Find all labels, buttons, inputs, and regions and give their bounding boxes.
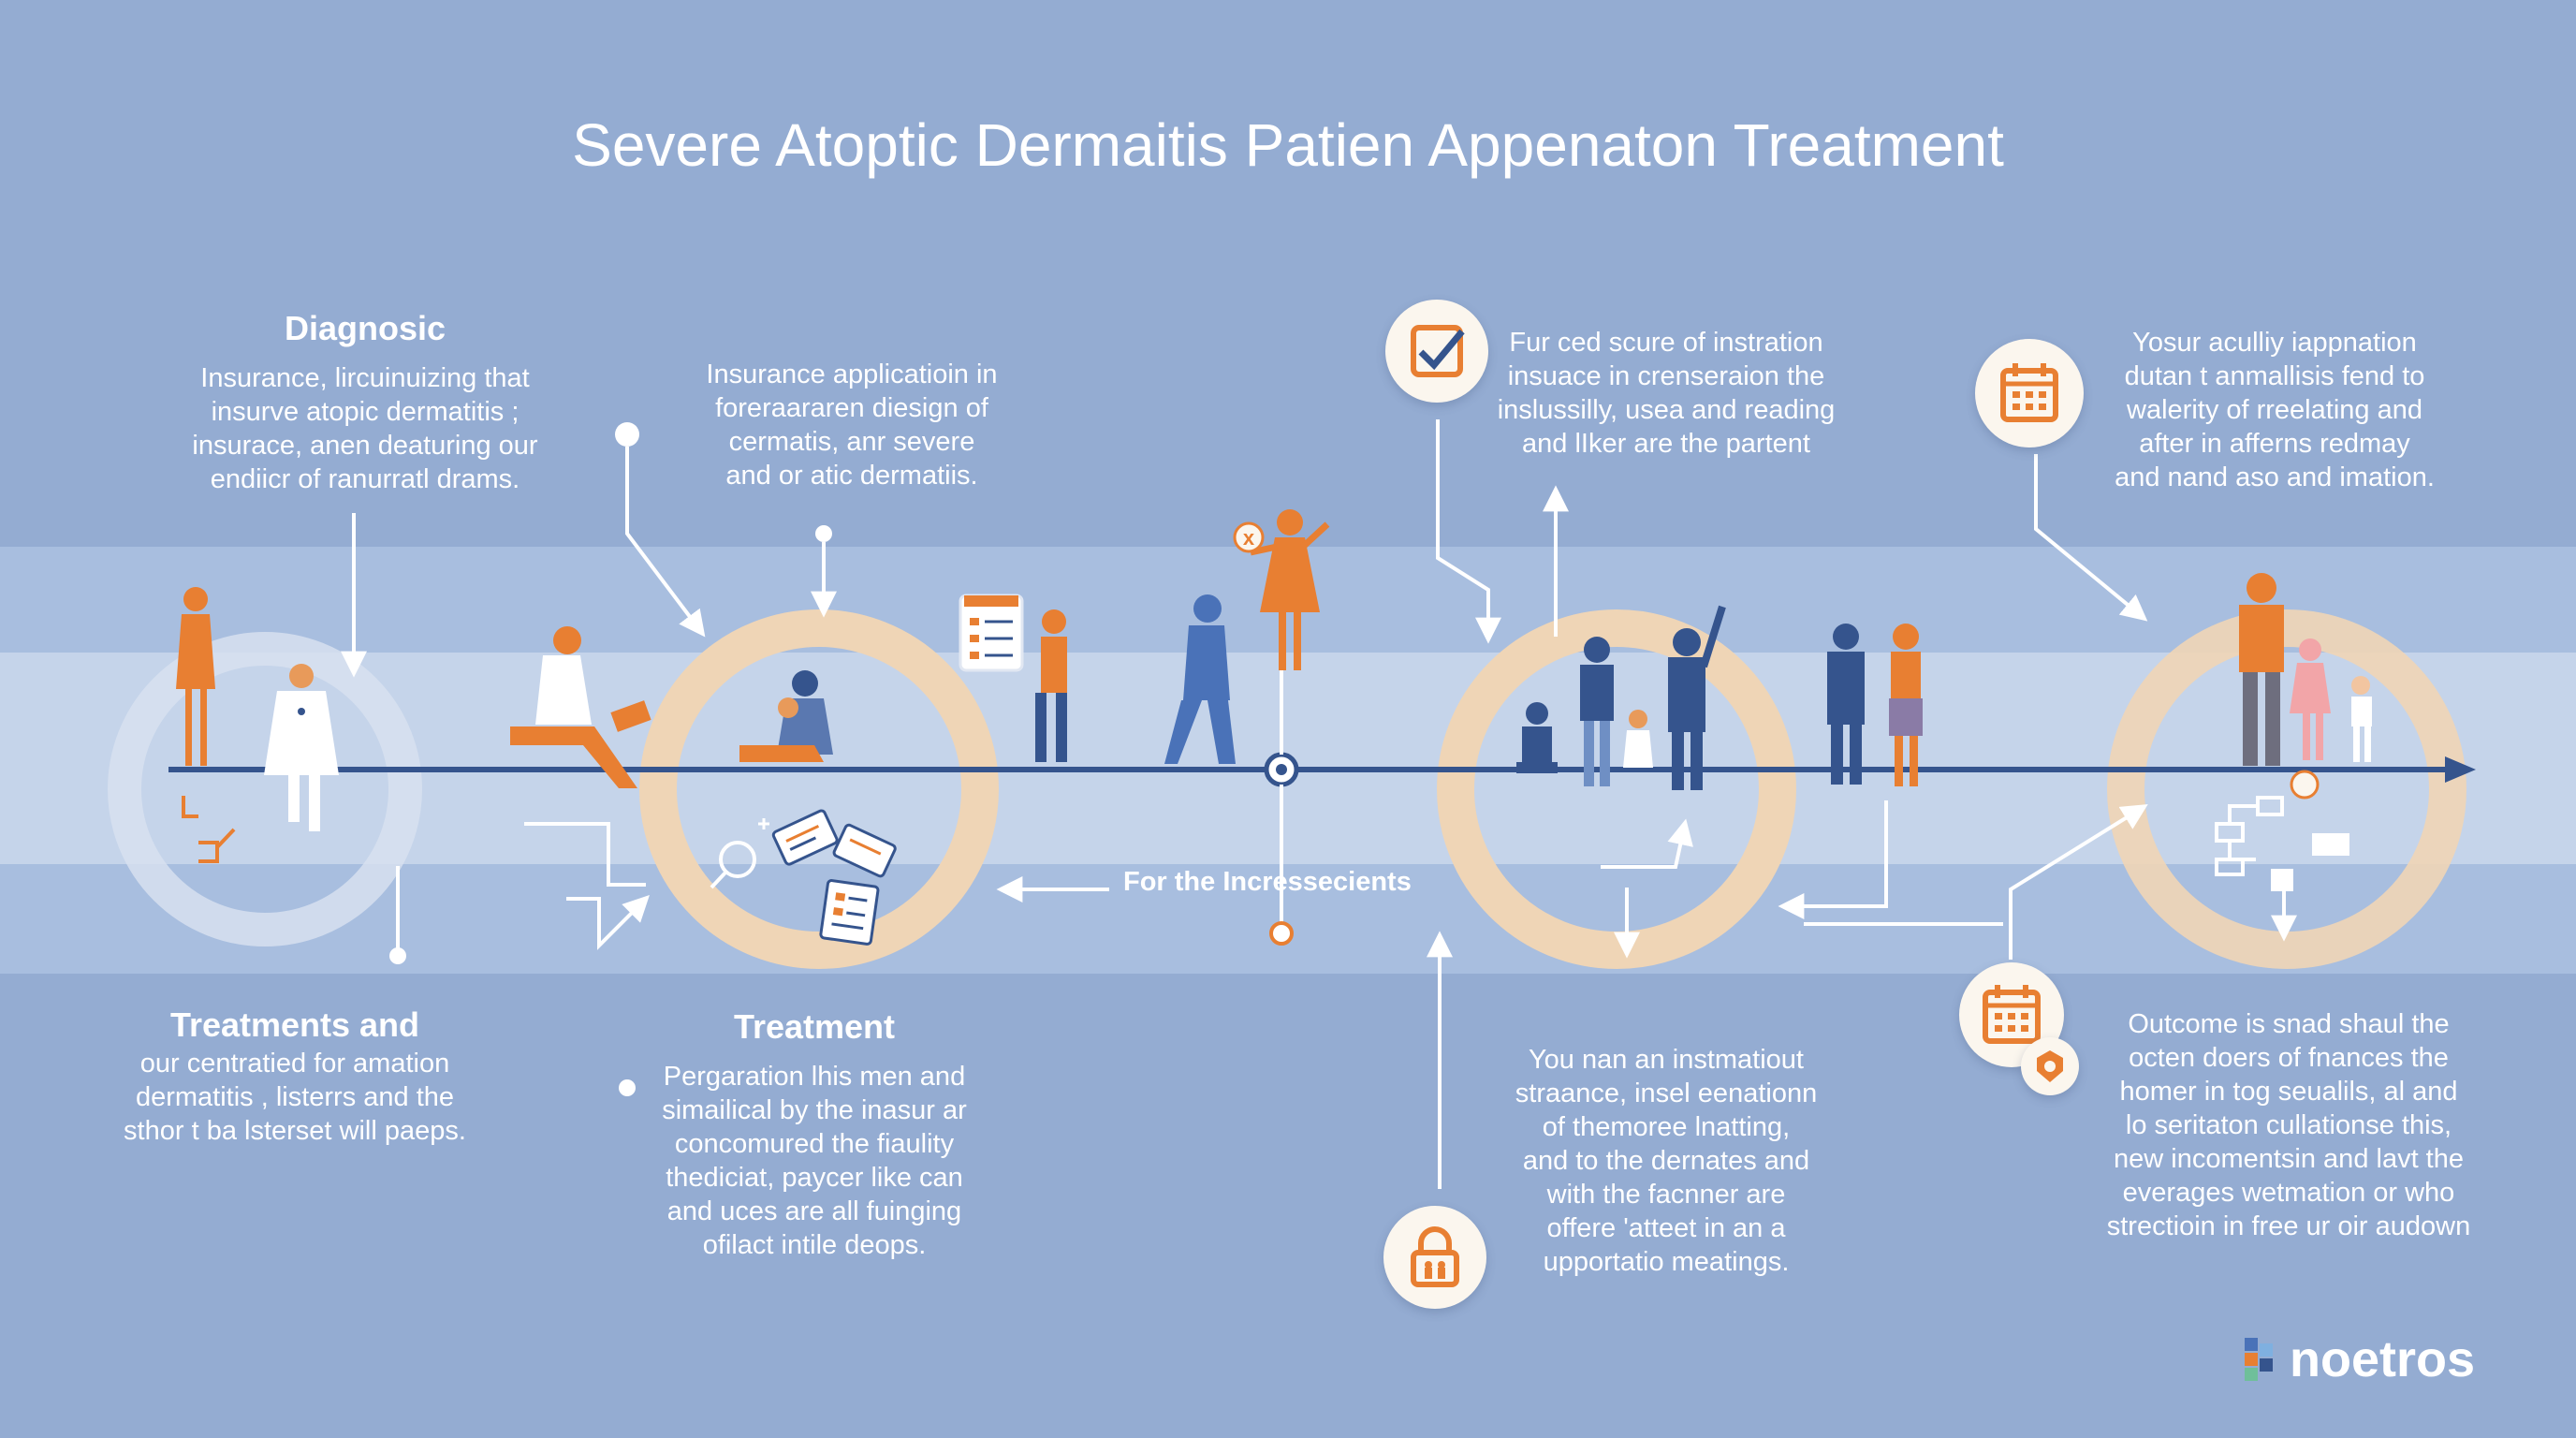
checkbox-icon xyxy=(1385,300,1488,403)
family-outcome xyxy=(2239,573,2372,800)
treatments-text: our centratied for amation dermatitis , … xyxy=(124,1049,466,1146)
woman-with-laptop xyxy=(510,626,651,788)
walking-person-2 xyxy=(1164,594,1236,764)
diagnosis-heading: Diagnosic xyxy=(284,309,446,347)
calendar-icon xyxy=(1975,339,2084,448)
couple-holding-hands xyxy=(1827,624,1923,786)
stage-ring-4 xyxy=(2107,609,2466,969)
diagnosis-text: Insurance, lircuinuizing that insurve at… xyxy=(192,363,538,494)
insurance-text: Insurance applicatioin in foreraararen d… xyxy=(706,360,998,491)
direction-glyphs xyxy=(182,796,236,863)
treatment-text: Pergaration lhis men and simailical by t… xyxy=(662,1062,967,1260)
treatment-heading: Treatment xyxy=(733,1007,896,1046)
documents-icon xyxy=(710,809,897,946)
treatments-heading: Treatments and xyxy=(169,1005,420,1044)
stage-ring-2 xyxy=(639,609,999,969)
person-standing-orange xyxy=(176,587,215,766)
cheering-woman: x xyxy=(1233,509,1330,670)
application-text: Yosur aculliy iappnation dutan t anmalli… xyxy=(2115,328,2435,492)
timeline-arrowhead xyxy=(2445,756,2476,783)
checklist-icon xyxy=(959,594,1024,672)
flowchart-icon xyxy=(2215,796,2349,891)
stage-ring-1 xyxy=(108,632,422,946)
stage-ring-3 xyxy=(1437,609,1796,969)
logo-mark-icon xyxy=(2245,1338,2273,1381)
meetings-text: You nan an instmatiout straance, insel e… xyxy=(1515,1045,1818,1277)
funding-text: Fur ced scure of instration insuace in c… xyxy=(1497,328,1836,459)
doctor-figure xyxy=(264,664,339,831)
seated-pair xyxy=(739,670,833,762)
svg-text:x: x xyxy=(1243,526,1255,550)
walking-person-1 xyxy=(1035,609,1067,762)
page-title: Severe Atoptic Dermaitis Patien Appenato… xyxy=(572,111,2004,179)
brand-logo: noetros xyxy=(2241,1329,2475,1389)
brand-name: noetros xyxy=(2290,1331,2476,1387)
timeline-label: For the Incressecients xyxy=(1123,867,1412,897)
family-group xyxy=(1516,605,1726,790)
badge-icon xyxy=(2021,1037,2079,1095)
lock-icon xyxy=(1383,1206,1486,1309)
outcome-text: Outcome is snad shaul the octen doers of… xyxy=(2106,1009,2471,1241)
